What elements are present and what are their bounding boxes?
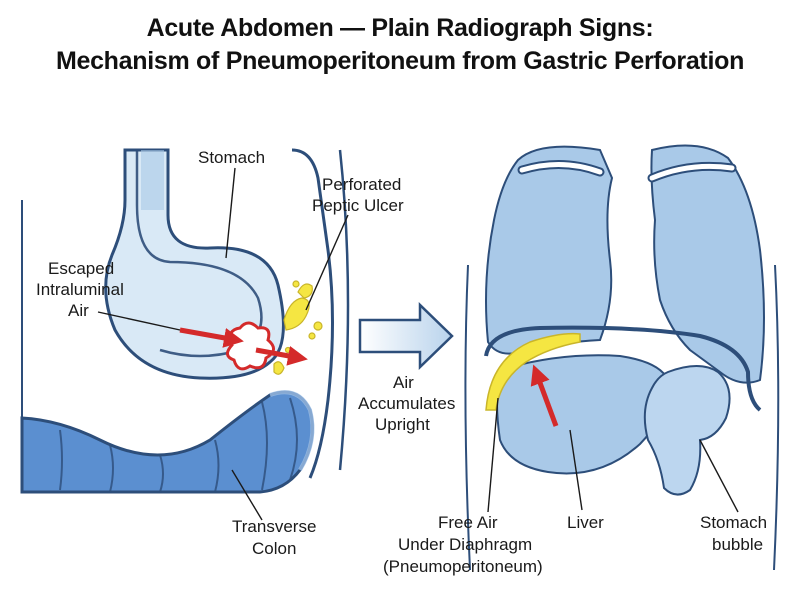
free-air-crescent — [485, 332, 581, 411]
label-air-2: Air — [393, 373, 414, 392]
label-escaped: Escaped — [48, 259, 114, 278]
label-under-diaphragm: Under Diaphragm — [398, 535, 532, 554]
liver-leader — [569, 429, 583, 511]
label-stomach-bubble-2: bubble — [712, 535, 763, 554]
diaphragm — [484, 325, 762, 412]
right-clavicle-fill — [519, 161, 603, 175]
torso-outline-right — [773, 264, 780, 571]
label-upright: Upright — [375, 415, 430, 434]
left-clavicle-fill — [649, 163, 735, 181]
label-air: Air — [68, 301, 89, 320]
label-colon: Colon — [252, 539, 296, 558]
label-peptic-ulcer: Peptic Ulcer — [312, 196, 404, 215]
left-panel: Stomach Perforated Peptic Ulcer Escaped … — [20, 148, 404, 558]
diagram-title-line-1: Acute Abdomen — Plain Radiograph Signs: — [146, 14, 654, 42]
label-stomach-bubble-1: Stomach — [700, 513, 767, 532]
label-liver: Liver — [567, 513, 604, 532]
left-lung — [650, 144, 765, 384]
right-panel: Free Air Under Diaphragm (Pneumoperitone… — [383, 144, 780, 576]
stomach-leader — [225, 167, 236, 259]
air-escape-arrow-in — [179, 327, 244, 348]
label-intraluminal: Intraluminal — [36, 280, 124, 299]
label-perforated: Perforated — [322, 175, 401, 194]
label-transverse: Transverse — [232, 517, 316, 536]
big-arrow-icon — [358, 302, 454, 370]
stomach-inner-wall — [135, 150, 263, 358]
esophagus — [141, 150, 164, 210]
label-accumulates: Accumulates — [358, 394, 455, 413]
label-pneumoperitoneum: (Pneumoperitoneum) — [383, 557, 543, 576]
transverse-colon — [20, 390, 315, 494]
label-free-air: Free Air — [438, 513, 498, 532]
free-air-leader — [487, 397, 499, 513]
transition-arrow: Air Accumulates Upright — [358, 302, 455, 434]
escaped-air-leader — [97, 311, 181, 331]
abdominal-wall-outer — [338, 149, 350, 471]
right-lung — [485, 145, 614, 355]
liver-organ — [496, 354, 670, 475]
escaping-gastric-content — [273, 280, 323, 375]
label-stomach: Stomach — [198, 148, 265, 167]
abdominal-wall — [291, 148, 334, 479]
stomach-bubble-leader — [699, 439, 739, 513]
stomach-bubble-organ — [643, 365, 731, 496]
torso-outline-left — [464, 264, 471, 571]
diagram-title-line-2: Mechanism of Pneumoperitoneum from Gastr… — [55, 47, 745, 75]
ulcer-leader — [305, 214, 349, 311]
free-air-arrow — [530, 364, 559, 427]
air-escape-arrow-out — [255, 346, 308, 366]
colon-leader — [231, 469, 263, 521]
